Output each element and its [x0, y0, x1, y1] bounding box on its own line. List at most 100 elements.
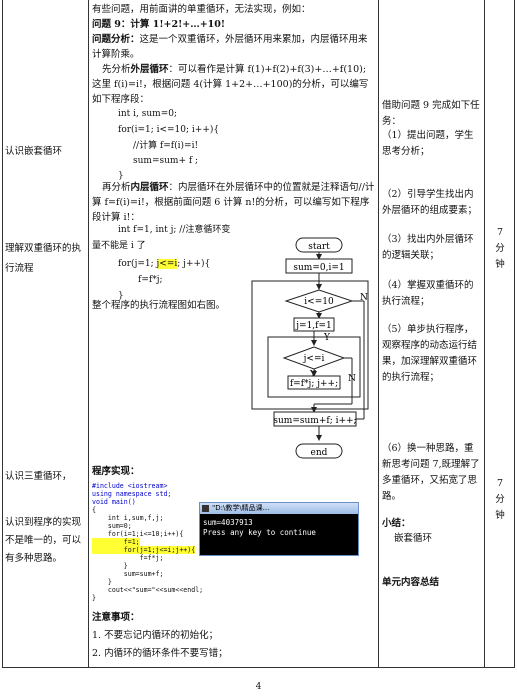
code3-line-8-text: f=1;	[92, 538, 140, 546]
outer-loop-bold: 外层循环	[130, 64, 169, 75]
code3-line-9-text: for(j=1;j<=i;j++){	[92, 546, 196, 554]
task-intro: 借助问题 9 完成如下任务：	[382, 100, 480, 127]
flow-note: 整个程序的执行流程图如右图。	[92, 300, 226, 311]
inner-loop-paragraph: 再分析内层循环：内层循环在外层循环中的位置就是注释语句//计算 f=f(i)=i…	[92, 180, 375, 225]
analysis-paragraph: 问题分析：这是一个双重循环，外层循环用来累加，内层循环用来计算阶乘。	[92, 32, 375, 62]
time-1-value: 7	[496, 227, 504, 238]
task-1: （1）提出问题，学生思考分析；	[382, 130, 474, 157]
console-window[interactable]: "D:\教学\精品课... sum=4037913 Press any key …	[199, 502, 359, 556]
code1-line-3: //计算 f=f(i)=i!	[133, 141, 199, 151]
table-border-col2	[378, 0, 379, 668]
code3-line-7: for(i=1;i<=10;i++){	[92, 530, 184, 538]
outer-text-b: ：可以看作是计算 f(1)+f(2)+f(3)+…+f(10);这里 f(i)=…	[92, 64, 369, 105]
table-border-col3	[484, 0, 485, 668]
code3-line-4: {	[92, 506, 96, 514]
console-titlebar[interactable]: "D:\教学\精品课...	[200, 503, 358, 514]
time-2-unit-b: 钟	[495, 510, 505, 521]
code-listing: #include <iostream> using namespace std;…	[92, 482, 362, 602]
left-item-triple-loop: 认识三重循环，	[5, 471, 72, 482]
unit-summary-label: 单元内容总结	[382, 577, 440, 588]
table-border-left	[2, 0, 3, 668]
flow-start-label: start	[308, 242, 330, 252]
code1-line-4: sum=sum+ f ;	[133, 156, 199, 166]
flow-outer-body-label: sum=sum+f; i++;	[273, 416, 356, 426]
time-2: 7 分 钟	[488, 476, 512, 524]
table-border-col1	[88, 0, 89, 668]
flow-init-inner-label: j=1,f=1	[295, 321, 332, 331]
code2-line-1: int f=1, int j; //注意循环变	[118, 225, 231, 235]
code3-line-13: }	[92, 578, 112, 586]
console-title: "D:\教学\精品课...	[212, 504, 270, 512]
left-item-nested-loop: 认识嵌套循环	[5, 146, 63, 157]
problem-9-title: 问题 9：计算 1!+2!+…+10!	[92, 19, 226, 30]
time-1: 7 分 钟	[488, 225, 512, 273]
code2-highlight: j<=i	[156, 259, 178, 269]
notes-label: 注意事项：	[92, 612, 140, 623]
code3-line-15: }	[92, 594, 96, 602]
time-2-unit-a: 分	[495, 494, 505, 505]
task-6: （6）换一种思路，重新思考问题 7,既理解了多重循环，又拓宽了思路。	[382, 443, 480, 502]
table-border-right	[514, 0, 515, 668]
code1-line-2: for(i=1; i<=10; i++){	[118, 125, 220, 135]
page-number: 4	[255, 682, 262, 692]
left-item-double-loop: 理解双重循环的执行流程	[5, 243, 82, 274]
time-2-value: 7	[496, 478, 504, 489]
code2-line-2: 量不能是 i 了	[92, 241, 146, 251]
code2-body: f=f*j;	[138, 275, 163, 285]
code3-line-9: for(j=1;j<=i;j++){	[92, 546, 362, 554]
code3-line-12: sum=sum+f;	[92, 570, 164, 578]
inner-text-b: ：内层循环在外层循环中的位置就是注释语句//计算 f=f(i)=i!，根据前面问…	[92, 182, 375, 223]
code2-close: }	[118, 291, 124, 301]
outer-text-a: 先分析	[102, 64, 131, 75]
implementation-label: 程序实现：	[92, 466, 140, 477]
code3-line-11: }	[92, 562, 128, 570]
task-3: （3）找出内外层循环的逻辑关联；	[382, 234, 474, 261]
console-app-icon	[202, 505, 209, 512]
summary-label: 小结：	[382, 518, 411, 529]
flow-inner-cond-label: j<=i	[303, 354, 325, 364]
outer-loop-paragraph: 先分析外层循环：可以看作是计算 f(1)+f(2)+f(3)+…+f(10);这…	[92, 62, 375, 107]
code3-line-2: using namespace std;	[92, 490, 172, 498]
code3-line-10: f=f*j;	[92, 554, 164, 562]
task-4: （4）掌握双重循环的执行流程；	[382, 280, 474, 307]
flowchart: start sum=0,i=1 i<=10 N j=1,f=1 Y j<=i Y…	[251, 237, 369, 459]
inner-loop-bold: 内层循环	[130, 182, 169, 193]
flow-end-node	[295, 443, 343, 459]
note-2: 2. 内循环的循环条件不要写错；	[92, 648, 228, 659]
code1-line-5: }	[118, 171, 124, 181]
flow-outer-cond-label: i<=10	[304, 297, 334, 307]
flow-inner-body-node	[287, 375, 341, 390]
code2-for-line: for(j=1; j<=i; j++){	[118, 256, 210, 273]
summary-text: 嵌套循环	[394, 533, 433, 544]
code2-for-a: for(j=1;	[118, 259, 157, 269]
flow-init-label: sum=0,i=1	[293, 263, 344, 273]
flow-y1: Y	[323, 333, 331, 343]
console-line-1: sum=4037913	[203, 518, 253, 527]
code2-for-b: ; j++){	[177, 259, 211, 269]
flow-outer-body-node	[273, 411, 357, 427]
code3-line-1: #include <iostream>	[92, 482, 168, 490]
inner-text-a: 再分析	[102, 182, 131, 193]
code3-line-5: int i,sum,f,j;	[92, 514, 164, 522]
code3-line-6: sum=0;	[92, 522, 132, 530]
analysis-text: 这是一个双重循环，外层循环用来累加，内层循环用来计算阶乘。	[92, 34, 368, 60]
flow-end-label: end	[311, 448, 328, 458]
code1-line-1: int i, sum=0;	[118, 109, 178, 119]
flow-outer-loop-frame	[251, 280, 369, 410]
code3-line-8: f=1;	[92, 538, 362, 546]
flow-outer-n: N	[360, 293, 368, 303]
task-2: （2）引导学生找出内外层循环的组成要素；	[382, 189, 478, 216]
code3-line-14: cout<<"sum="<<sum<<endl;	[92, 586, 204, 594]
time-1-unit-b: 钟	[495, 259, 505, 270]
flow-inner-loop-frame	[267, 336, 361, 398]
time-1-unit-a: 分	[495, 243, 505, 254]
analysis-label: 问题分析：	[92, 34, 140, 45]
intro-text: 有些问题，用前面讲的单重循环，无法实现，例如：	[92, 4, 311, 15]
code3-line-3: void main()	[92, 498, 136, 506]
console-line-2: Press any key to continue	[203, 528, 316, 537]
console-output: sum=4037913 Press any key to continue	[200, 514, 358, 542]
note-1: 1. 不要忘记内循环的初始化；	[92, 630, 219, 641]
table-border-bottom	[2, 667, 515, 668]
task-5: （5）单步执行程序，观察程序的动态运行结果，加深理解双重循环的执行流程；	[382, 324, 478, 383]
flow-inner-body-label: f=f*j; j++;	[290, 379, 338, 389]
